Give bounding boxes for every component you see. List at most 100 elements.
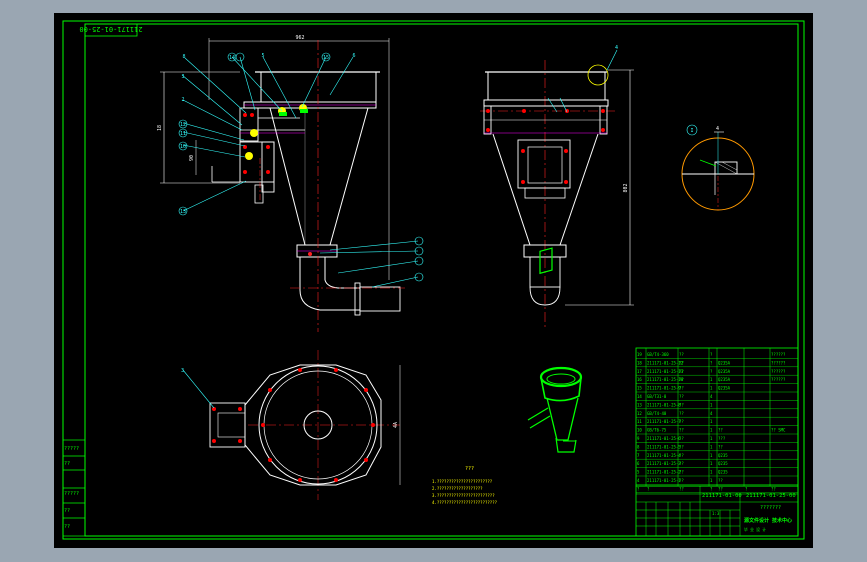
notes-line: 1.??????????????????????? xyxy=(432,479,493,484)
bom-header-cell: ? xyxy=(745,486,748,491)
bom-cell: ?? SMC xyxy=(771,428,786,433)
callout-label: 13 xyxy=(180,209,186,215)
bom-cell: 1 xyxy=(710,478,713,483)
plan-dim: 4A xyxy=(393,422,399,428)
bom-cell: ?????? xyxy=(771,352,786,357)
bom-cell: 211171-01-25-8 xyxy=(647,402,681,407)
callout-label: 15 xyxy=(323,55,329,61)
bom-cell: 8 xyxy=(637,444,640,449)
bom-cell: 11 xyxy=(637,419,642,424)
bom-cell: 1 xyxy=(710,470,713,475)
callout-label: 3 xyxy=(181,74,184,80)
callout-label: 2 xyxy=(181,97,184,103)
bom-cell: 4 xyxy=(637,478,640,483)
bom-cell: 9 xyxy=(637,436,640,441)
detail-label: I xyxy=(690,128,693,134)
bom-cell: 1 xyxy=(710,402,713,407)
bom-cell: 211171-01-25-6 xyxy=(647,436,681,441)
bom-cell: Q235 xyxy=(718,470,728,475)
bom-cell: Q235A xyxy=(718,377,731,382)
bom-cell: ?? xyxy=(718,444,723,449)
notes-title: ??? xyxy=(465,466,474,472)
title-code-left: 211171-01-00 xyxy=(702,493,742,499)
plan-callout: 3 xyxy=(181,368,184,374)
bom-cell: ?? xyxy=(718,428,723,433)
side-callout: 4 xyxy=(615,45,618,51)
bom-cell: 211171-01-25-3 xyxy=(647,461,681,466)
front-height-dim: 18 xyxy=(157,125,163,131)
bom-cell: ?? xyxy=(679,478,684,483)
bom-cell: 211171-01-25-5 xyxy=(647,444,681,449)
bom-cell: 6 xyxy=(637,461,640,466)
notes-line: 3.???????????????????????? xyxy=(432,493,495,498)
bom-header-cell: ?? xyxy=(718,486,723,491)
bom-cell: 1 xyxy=(710,377,713,382)
bom-cell: Q235A xyxy=(718,369,731,374)
left-strip-labels: ????? ?? ????? ?? ?? xyxy=(64,446,79,530)
title-company: 源文件设计 技术中心 xyxy=(744,517,792,524)
inner-border xyxy=(84,23,799,537)
bom-cell: 5 xyxy=(637,470,640,475)
bom-cell: ?? xyxy=(679,352,684,357)
front-side-dim: 90 xyxy=(189,155,195,161)
title-scale: 1:3 xyxy=(712,511,720,516)
callout-label: 12 xyxy=(180,122,186,128)
bom-cell: ?? xyxy=(679,453,684,458)
bom-cell: Q235A xyxy=(718,360,731,365)
left-strip-label: ????? xyxy=(64,446,79,452)
bom-cell: Q235 xyxy=(718,453,728,458)
bom-cell: ?? xyxy=(679,377,684,382)
bom-cell: ?? xyxy=(679,386,684,391)
bom-cell: ?? xyxy=(679,436,684,441)
callout-label: 10 xyxy=(180,144,186,150)
bom-cell: ?????? xyxy=(771,377,786,382)
bom-cell: ?? xyxy=(679,470,684,475)
bom-cell: 18 xyxy=(637,360,642,365)
bom-cell: 4 xyxy=(710,394,713,399)
bom-cell: GB/T31-0 xyxy=(647,394,667,399)
bom-cell: ?? xyxy=(679,419,684,424)
front-view: 962 18 90 xyxy=(157,35,424,332)
drawing-number-text: 211171-01-25-00 xyxy=(79,25,142,33)
bom-cell: ?? xyxy=(718,478,723,483)
bom-cell: GB/T4-40 xyxy=(647,411,667,416)
bom-header-cell: ? xyxy=(637,486,640,491)
bom-cell: 1 xyxy=(710,461,713,466)
drawing-sheet xyxy=(54,13,813,548)
callout-label: 11 xyxy=(180,131,186,137)
callout-label: 8 xyxy=(182,54,185,60)
detail-marker: 4 xyxy=(716,126,719,132)
plan-view: 4A 3 xyxy=(181,350,401,500)
bom-cell: Q235 xyxy=(718,461,728,466)
title-name: ??????? xyxy=(760,505,781,511)
bom-cell: 1 xyxy=(710,386,713,391)
bom-cell: ?? xyxy=(679,428,684,433)
left-strip-label: ?? xyxy=(64,461,70,467)
front-top-dim: 962 xyxy=(295,35,304,41)
bom-header-cell: ? xyxy=(647,486,650,491)
bom-cell: 17 xyxy=(637,369,642,374)
bom-cell: 1 xyxy=(710,419,713,424)
notes-line: 4.????????????????????????? xyxy=(432,500,498,505)
bom-cell: 15 xyxy=(637,386,642,391)
bom-cell: 211171-01-25-12 xyxy=(647,360,684,365)
technical-notes: ??? 1.??????????????????????? 2.????????… xyxy=(432,466,498,505)
bom-cell: 7 xyxy=(637,453,640,458)
bom-cell: ? xyxy=(710,352,713,357)
bom-cell: ?? xyxy=(679,461,684,466)
bom-cell: 211171-01-25-2 xyxy=(647,470,681,475)
bom-cell: ?? xyxy=(679,402,684,407)
isometric-view xyxy=(527,247,583,453)
bom-cell: 16 xyxy=(637,377,642,382)
title-code-right: 211171-01-25-00 xyxy=(746,493,796,499)
bom-cell: ?? xyxy=(679,394,684,399)
callout-label: 5 xyxy=(261,53,264,59)
bom-cell: 211171-01-25-1 xyxy=(647,478,681,483)
side-view: 802 4 xyxy=(480,45,634,330)
bom-cell: 1 xyxy=(710,436,713,441)
left-strip-label: ?? xyxy=(64,508,70,514)
notes-line: 2.??????????????????? xyxy=(432,486,483,491)
